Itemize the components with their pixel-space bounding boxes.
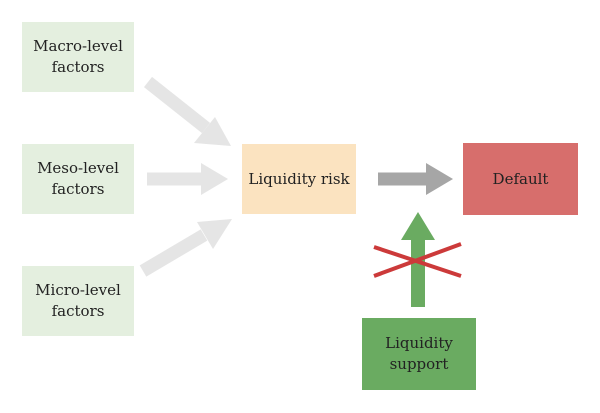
liquidity-risk-box: Liquidity risk: [242, 144, 356, 214]
default-label: Default: [492, 169, 549, 188]
micro-level-factors-label: Micro-level factors: [35, 281, 121, 320]
arrow-macro-to-risk: [143, 76, 231, 146]
macro-level-factors-box: Macro-level factors: [22, 22, 134, 92]
liquidity-support-label: Liquidity support: [385, 334, 453, 373]
meso-level-factors-label: Meso-level factors: [37, 159, 119, 198]
arrow-meso-to-risk: [147, 163, 228, 195]
micro-level-factors-box: Micro-level factors: [22, 266, 134, 336]
liquidity-support-box: Liquidity support: [362, 318, 476, 390]
meso-level-factors-box: Meso-level factors: [22, 144, 134, 214]
arrow-support-up: [401, 212, 435, 307]
arrow-micro-to-risk: [139, 219, 232, 277]
arrow-risk-to-default: [378, 163, 453, 195]
liquidity-risk-label: Liquidity risk: [248, 169, 350, 188]
cross-mark: [373, 242, 462, 278]
default-box: Default: [463, 143, 578, 215]
macro-level-factors-label: Macro-level factors: [33, 37, 123, 76]
